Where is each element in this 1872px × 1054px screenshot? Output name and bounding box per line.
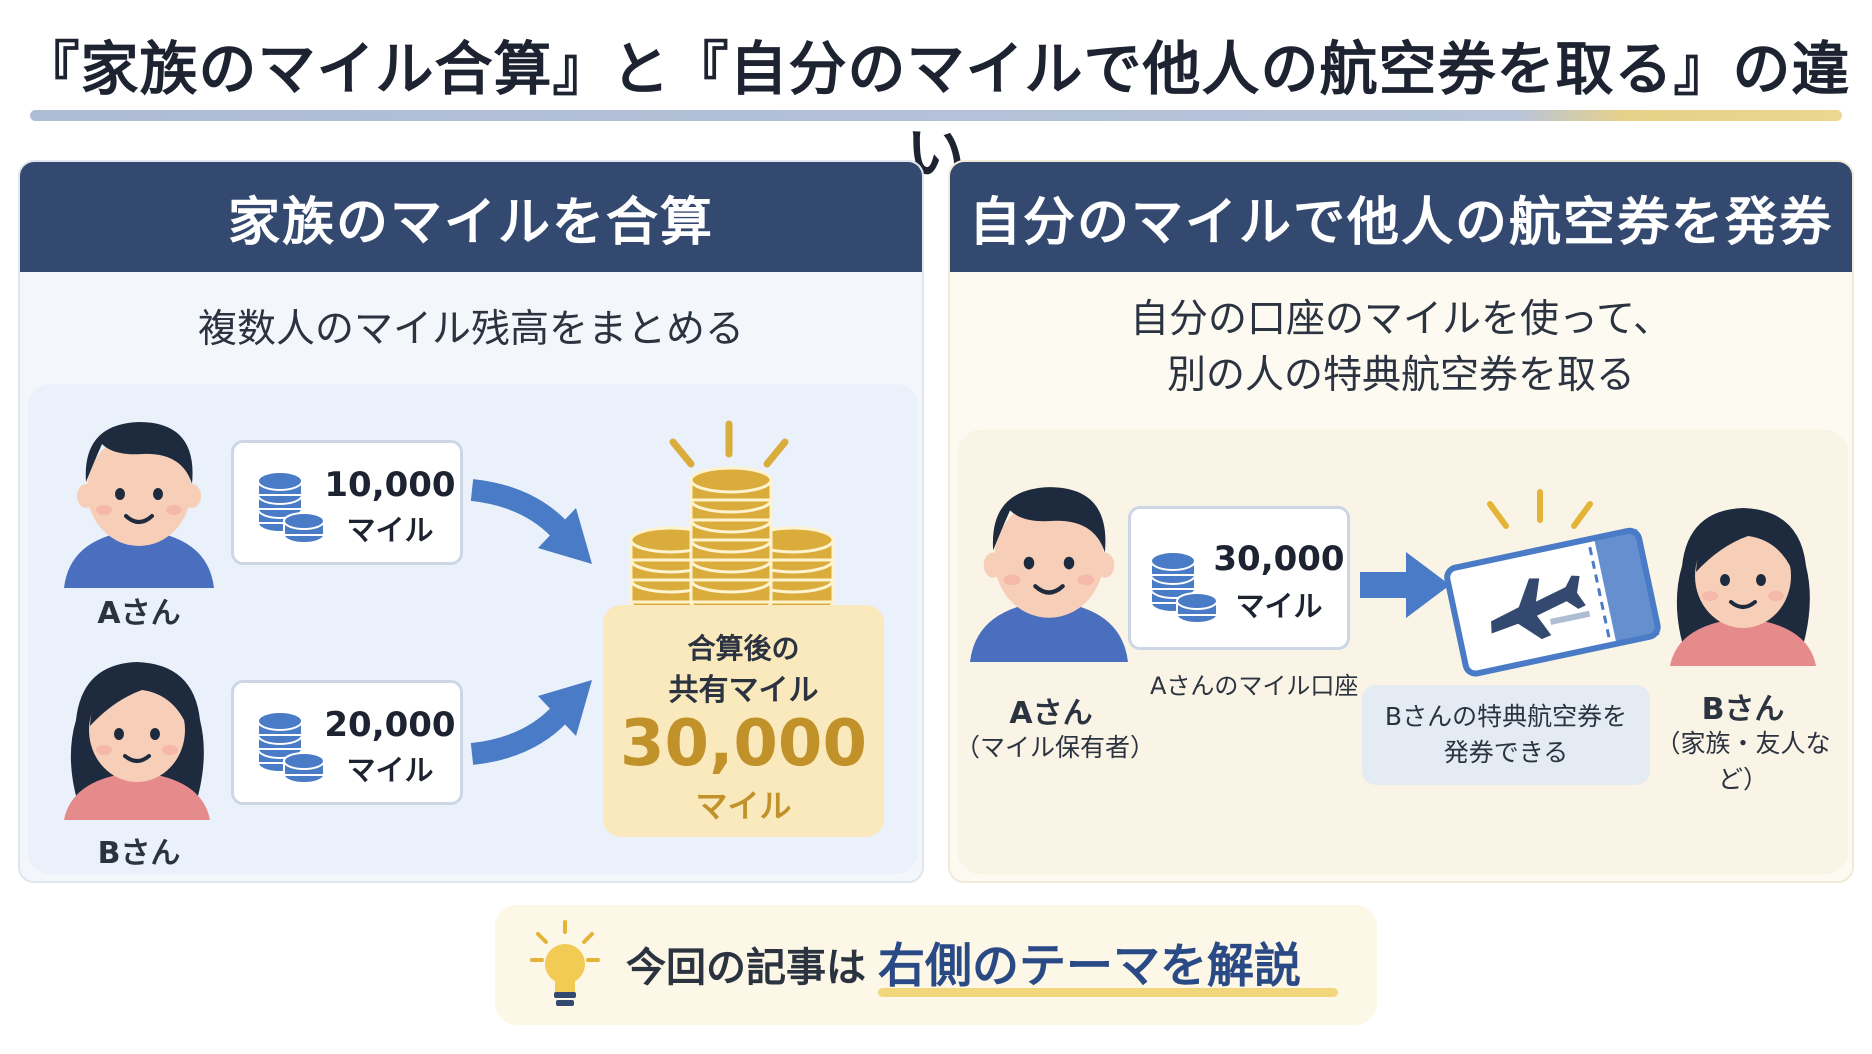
result-line2: 共有マイル xyxy=(668,673,819,708)
account-miles-unit: マイル xyxy=(1235,589,1323,623)
left-person-a-miles-box: 10,000 マイル xyxy=(231,440,463,565)
right-panel-subtitle-line2: 別の人の特典航空券を取る xyxy=(1166,353,1635,398)
ticket-caption-line2: 発券できる xyxy=(1443,738,1569,767)
left-panel-subtitle: 複数人のマイル残高をまとめる xyxy=(197,307,744,352)
right-person-a-label: Aさん xyxy=(1009,696,1093,731)
left-person-a-label: Aさん xyxy=(97,596,181,631)
left-person-a-miles-unit: マイル xyxy=(346,513,434,547)
combined-miles-result-box: 合算後の 共有マイル 30,000 マイル xyxy=(603,605,884,837)
person-b-avatar-icon xyxy=(1670,508,1816,666)
footer-highlight-underline xyxy=(878,988,1338,997)
account-miles-box: 30,000 マイル xyxy=(1128,506,1350,650)
footer-box xyxy=(495,905,1377,1025)
left-person-b-label: Bさん xyxy=(97,836,181,871)
result-number: 30,000 xyxy=(620,707,867,781)
person-b-avatar-icon xyxy=(64,662,210,820)
result-unit: マイル xyxy=(695,787,792,825)
title-underline xyxy=(30,110,1842,121)
ticket-caption: Bさんの特典航空券を 発券できる xyxy=(1362,685,1650,785)
result-line1: 合算後の xyxy=(687,632,800,665)
left-person-b-miles-unit: マイル xyxy=(346,753,434,787)
footer-lead: 今回の記事は xyxy=(626,945,866,991)
arrow-icon xyxy=(1360,552,1450,618)
left-panel-header: 家族のマイルを合算 xyxy=(20,162,922,272)
right-person-b-label: Bさん xyxy=(1701,692,1785,727)
person-a-avatar-icon xyxy=(970,487,1128,663)
coin-stack-icon xyxy=(257,471,325,544)
left-person-a-miles-number: 10,000 xyxy=(324,465,456,505)
ticket-caption-line1: Bさんの特典航空券を xyxy=(1384,702,1628,731)
left-person-b-miles-box: 20,000 マイル xyxy=(231,680,463,805)
gold-coin-pile-icon xyxy=(629,420,835,616)
airplane-ticket-icon xyxy=(1444,489,1661,677)
page-title: 『家族のマイル合算』と『自分のマイルで他人の航空券を取る』の違い xyxy=(21,35,1851,187)
right-person-b-note: （家族・友人など） xyxy=(1655,729,1831,794)
left-person-b-miles-number: 20,000 xyxy=(324,705,456,745)
right-panel-header: 自分のマイルで他人の航空券を発券 xyxy=(950,162,1852,272)
account-label: Aさんのマイル口座 xyxy=(1150,672,1359,700)
right-person-a-note: （マイル保有者） xyxy=(955,733,1156,762)
lightbulb-icon xyxy=(530,920,600,1006)
arrow-icon xyxy=(470,479,592,564)
footer-highlight: 右側のテーマを解説 xyxy=(878,939,1301,994)
person-a-avatar-icon xyxy=(64,422,214,588)
right-panel-subtitle-line1: 自分の口座のマイルを使って、 xyxy=(1129,297,1673,342)
coin-stack-icon xyxy=(257,711,325,784)
arrow-icon xyxy=(470,680,592,765)
coin-stack-icon xyxy=(1150,551,1218,624)
account-miles-number: 30,000 xyxy=(1213,539,1345,579)
